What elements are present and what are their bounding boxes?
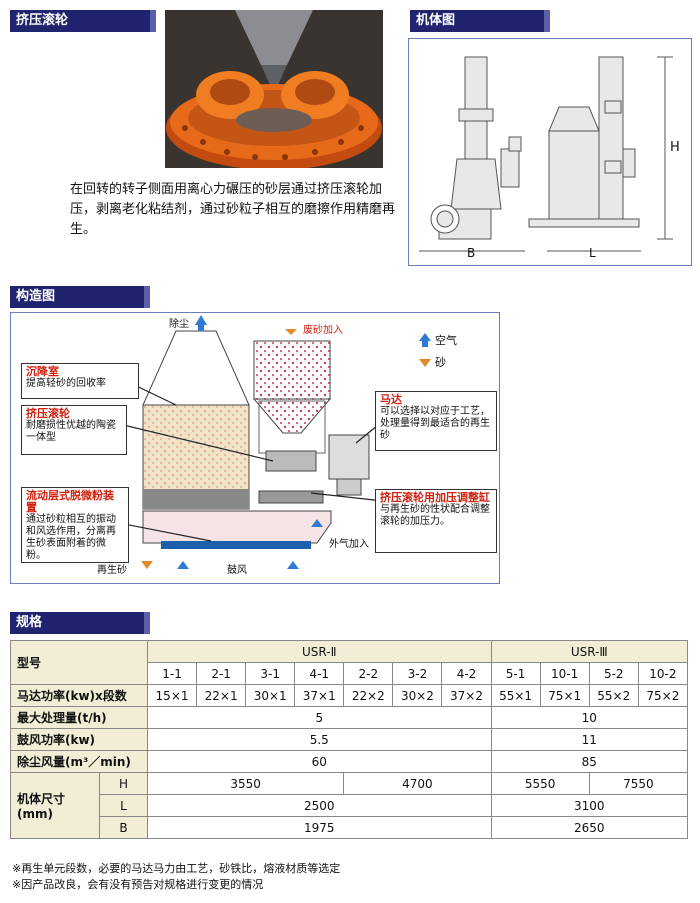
cell-h-label: H	[98, 772, 149, 795]
cell-motor: 37×2	[441, 684, 492, 707]
structure-drawing	[114, 315, 431, 569]
cell-size-label: 机体尺寸(mm)	[10, 772, 100, 839]
cell-h: 7550	[588, 772, 689, 795]
cell-motor: 37×1	[294, 684, 345, 707]
roller-callout-title: 挤压滚轮	[26, 407, 70, 420]
fluid-desc: 通过砂粒相互的振动和风选作用，分离再生砂表面附着的微粉。	[26, 514, 116, 561]
cell-model: 4-1	[294, 662, 345, 685]
motor-desc: 可以选择以对应于工艺，处理量得到最适合的再生砂	[380, 406, 490, 441]
cell-blower-label: 鼓风功率(kw)	[10, 728, 148, 751]
cell-blower: 5.5	[147, 728, 492, 751]
table-row: B 1975 2650	[11, 816, 689, 839]
settling-desc: 提高轻砂的回收率	[26, 378, 106, 389]
roller-description: 在回转的转子侧面用离心力碾压的砂层通过挤压滚轮加压，剥离老化粘结剂，通过砂粒子相…	[70, 182, 396, 237]
note-item: ※因产品改良，会有没有预告对规格进行变更的情况	[12, 878, 264, 891]
cell-h: 4700	[343, 772, 492, 795]
cell-dust: 60	[147, 750, 492, 773]
roller-photo	[165, 10, 383, 168]
cell-model: 1-1	[146, 662, 198, 685]
cell-motor: 22×1	[196, 684, 247, 707]
cell-l: 3100	[490, 794, 689, 817]
label-recycled-sand: 再生砂	[97, 565, 127, 576]
callout-motor: 马达 可以选择以对应于工艺，处理量得到最适合的再生砂	[375, 391, 497, 451]
cell-model: 5-1	[490, 662, 541, 685]
cell-dust: 85	[490, 750, 689, 773]
notes: ※再生单元段数，必要的马达马力由工艺，砂铁比，熔液材质等选定 ※因产品改良，会有…	[12, 861, 340, 893]
cell-model: 10-1	[539, 662, 590, 685]
cell-b: 1975	[147, 816, 492, 839]
cell-dust-label: 除尘风量(m³／min)	[10, 750, 148, 773]
table-row: 1-1 2-1 3-1 4-1 2-2 3-2 4-2 5-1 10-1 5-2…	[11, 662, 689, 685]
cell-model: 2-1	[196, 662, 247, 685]
cell-motor: 15×1	[146, 684, 198, 707]
cell-l-label: L	[98, 794, 149, 817]
table-row: 除尘风量(m³／min) 60 85	[10, 750, 689, 773]
cell-model: 3-2	[392, 662, 443, 685]
cell-motor: 75×1	[539, 684, 590, 707]
table-row: 机体尺寸(mm) H 3550 4700 5550 7550	[10, 772, 689, 839]
callout-cylinder: 挤压滚轮用加压调整缸 与再生砂的性状配合调整滚轮的加压力。	[375, 489, 497, 553]
section-header-structure: 构造图	[10, 286, 150, 308]
cell-motor: 30×1	[245, 684, 296, 707]
cell-l: 2500	[147, 794, 492, 817]
label-dust: 除尘	[169, 319, 189, 330]
cell-motor: 55×1	[490, 684, 541, 707]
cell-h: 3550	[146, 772, 345, 795]
cell-motor: 30×2	[392, 684, 443, 707]
table-row: 马达功率(kw)x段数 15×1 22×1 30×1 37×1 22×2 30×…	[10, 684, 689, 707]
label-outside-air: 外气加入	[329, 539, 369, 550]
section-header-roller: 挤压滚轮	[10, 10, 156, 32]
cyl-desc: 与再生砂的性状配合调整滚轮的加压力。	[380, 504, 490, 527]
roller-callout-desc: 耐磨损性优越的陶瓷一体型	[26, 420, 116, 443]
callout-roller: 挤压滚轮 耐磨损性优越的陶瓷一体型	[21, 405, 127, 455]
machine-drawing-panel: B L H	[408, 38, 692, 266]
table-row: 型号 USR-Ⅱ USR-Ⅲ	[10, 640, 689, 685]
cell-model: 4-2	[441, 662, 492, 685]
dim-l-label: L	[589, 246, 596, 260]
cell-h: 5550	[490, 772, 590, 795]
dim-b-label: B	[467, 246, 475, 260]
cell-capacity: 5	[147, 706, 492, 729]
cell-group2: USR-Ⅲ	[490, 640, 689, 663]
structure-diagram-panel: 除尘 废砂加入 空气 砂 沉降室 提高轻砂的回收率 挤压滚轮 耐磨损性优越的陶瓷…	[10, 312, 500, 584]
fluid-title: 流动层式脱微粉装置	[26, 489, 114, 514]
cell-capacity-label: 最大处理量(t/h)	[10, 706, 148, 729]
table-row: 鼓风功率(kw) 5.5 11	[10, 728, 689, 751]
cell-group1: USR-Ⅱ	[147, 640, 492, 663]
callout-fluid-bed: 流动层式脱微粉装置 通过砂粒相互的振动和风选作用，分离再生砂表面附着的微粉。	[21, 487, 129, 563]
table-row: 最大处理量(t/h) 5 10	[10, 706, 689, 729]
cell-model: 10-2	[637, 662, 689, 685]
cyl-title: 挤压滚轮用加压调整缸	[380, 491, 490, 504]
cell-motor-label: 马达功率(kw)x段数	[10, 684, 148, 707]
legend-air: 空气	[435, 334, 457, 347]
dim-h-label: H	[670, 140, 680, 155]
cell-model-label: 型号	[10, 640, 148, 685]
settling-title: 沉降室	[26, 365, 59, 378]
spec-table: 型号 USR-Ⅱ USR-Ⅲ 1-1 2-1 3-1 4-1 2-2 3-2 4…	[10, 640, 689, 839]
machine-drawing: B L H	[419, 56, 680, 260]
legend-sand: 砂	[435, 356, 446, 369]
cell-model: 2-2	[343, 662, 394, 685]
cell-model: 5-2	[588, 662, 639, 685]
table-row: L 2500 3100	[11, 794, 689, 817]
callout-settling: 沉降室 提高轻砂的回收率	[21, 363, 139, 399]
label-blower: 鼓风	[227, 565, 247, 576]
motor-title: 马达	[380, 393, 402, 406]
note-item: ※再生单元段数，必要的马达马力由工艺，砂铁比，熔液材质等选定	[12, 862, 341, 875]
cell-b: 2650	[490, 816, 689, 839]
section-header-spec: 规格	[10, 612, 150, 634]
roller-photo-drawing	[165, 10, 383, 168]
section-header-machine: 机体图	[410, 10, 550, 32]
cell-motor: 22×2	[343, 684, 394, 707]
cell-model: 3-1	[245, 662, 296, 685]
label-waste-sand: 废砂加入	[303, 325, 343, 336]
cell-b-label: B	[98, 816, 149, 839]
cell-blower: 11	[490, 728, 689, 751]
cell-motor: 55×2	[588, 684, 639, 707]
cell-capacity: 10	[490, 706, 689, 729]
cell-motor: 75×2	[637, 684, 689, 707]
